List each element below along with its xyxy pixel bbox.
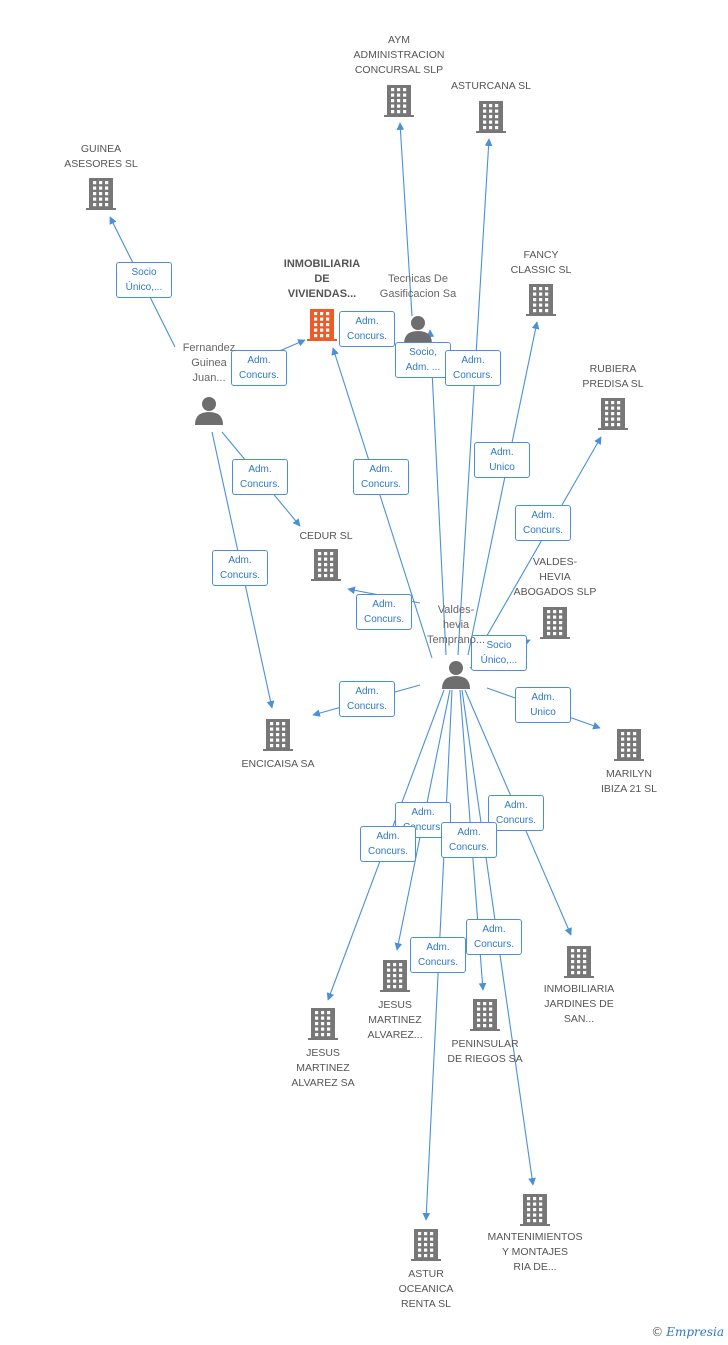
node-label-inmob[interactable]: INMOBILIARIA DE VIVIENDAS... — [283, 258, 361, 300]
edge-label-valdes-to-mantenimientos[interactable]: Adm. Concurs. — [466, 919, 522, 955]
edge-label-tecnicas-to-inmob[interactable]: Adm. Concurs. — [339, 311, 395, 347]
building-icon[interactable] — [263, 719, 293, 751]
node-label-jesus1[interactable]: JESUS MARTINEZ ALVAREZ SA — [291, 1047, 355, 1089]
building-icon[interactable] — [307, 309, 337, 341]
node-label-marilyn[interactable]: MARILYN IBIZA 21 SL — [600, 768, 658, 795]
edge-label-valdes-to-valdeshevia_slp[interactable]: Socio Único,... — [471, 635, 527, 671]
node-label-valdeshevia_slp[interactable]: VALDES- HEVIA ABOGADOS SLP — [513, 556, 597, 598]
node-label-tecnicas[interactable]: Tecnicas De Gasificacion Sa — [379, 273, 457, 300]
building-icon[interactable] — [380, 960, 410, 992]
node-label-fancy[interactable]: FANCY CLASSIC SL — [510, 249, 572, 276]
building-icon[interactable] — [526, 284, 556, 316]
edge-label-fernandez-to-encicaisa[interactable]: Adm. Concurs. — [212, 550, 268, 586]
building-icon[interactable] — [86, 178, 116, 210]
edge-valdes-to-asturcana — [457, 138, 493, 656]
edge-valdes-to-rubiera — [472, 436, 602, 661]
node-label-astur[interactable]: ASTUR OCEANICA RENTA SL — [398, 1268, 454, 1310]
edge-label-fernandez-to-guinea[interactable]: Socio Único,... — [116, 262, 172, 298]
node-label-guinea[interactable]: GUINEA ASESORES SL — [64, 143, 138, 170]
node-label-rubiera[interactable]: RUBIERA PREDISA SL — [582, 363, 644, 390]
edge-label-fernandez-to-inmob[interactable]: Adm. Concurs. — [231, 350, 287, 386]
edge-label-valdes-to-rubiera[interactable]: Adm. Concurs. — [515, 505, 571, 541]
node-label-fernandez[interactable]: Fernandez Guinea Juan... — [182, 342, 236, 384]
person-icon[interactable] — [404, 316, 432, 344]
building-icon[interactable] — [470, 999, 500, 1031]
building-icon[interactable] — [384, 85, 414, 117]
person-icon[interactable] — [195, 397, 223, 425]
node-label-encicaisa[interactable]: ENCICAISA SA — [241, 758, 315, 770]
building-icon[interactable] — [311, 549, 341, 581]
edge-label-tecnicas-to-aym[interactable]: Socio, Adm. ... — [395, 342, 451, 378]
node-label-mantenimientos[interactable]: MANTENIMIENTOS Y MONTAJES RIA DE... — [487, 1231, 583, 1273]
node-label-aym[interactable]: AYM ADMINISTRACION CONCURSAL SLP — [353, 34, 445, 76]
edge-label-valdes-to-asturcana[interactable]: Adm. Concurs. — [445, 350, 501, 386]
watermark: ©Empresia — [651, 1325, 724, 1339]
edge-label-valdes-to-encicaisa[interactable]: Adm. Concurs. — [339, 681, 395, 717]
building-icon[interactable] — [520, 1194, 550, 1226]
edge-tecnicas-to-aym — [396, 122, 413, 317]
building-icon[interactable] — [564, 946, 594, 978]
building-icon[interactable] — [476, 101, 506, 133]
node-label-cedur[interactable]: CEDUR SL — [299, 530, 353, 542]
edge-valdes-to-inmob — [331, 347, 433, 659]
node-label-jesus2[interactable]: JESUS MARTINEZ ALVAREZ... — [367, 999, 423, 1041]
edge-label-valdes-to-fancy[interactable]: Adm. Unico — [474, 442, 530, 478]
building-icon[interactable] — [614, 729, 644, 761]
building-icon[interactable] — [598, 398, 628, 430]
node-label-jardines[interactable]: INMOBILIARIA JARDINES DE SAN... — [543, 983, 615, 1025]
edge-label-valdes-to-jardines[interactable]: Adm. Concurs. — [488, 795, 544, 831]
edge-label-valdes-to-jesus1[interactable]: Adm. Concurs. — [360, 826, 416, 862]
edge-label-valdes-to-marilyn[interactable]: Adm. Unico — [515, 687, 571, 723]
node-label-asturcana[interactable]: ASTURCANA SL — [451, 80, 531, 92]
building-icon[interactable] — [540, 607, 570, 639]
edge-label-valdes-to-cedur[interactable]: Adm. Concurs. — [356, 594, 412, 630]
building-icon[interactable] — [308, 1008, 338, 1040]
edge-valdes-to-aym — [426, 329, 447, 656]
building-icon[interactable] — [411, 1229, 441, 1261]
node-label-peninsular[interactable]: PENINSULAR DE RIEGOS SA — [447, 1038, 523, 1065]
brand-name: Empresia — [666, 1325, 724, 1339]
edge-valdes-to-fancy — [467, 321, 540, 656]
edge-label-valdes-to-peninsular[interactable]: Adm. Concurs. — [441, 822, 497, 858]
person-icon[interactable] — [442, 661, 470, 689]
node-label-valdes[interactable]: Valdes- hevia Temprano... — [426, 604, 486, 646]
edge-label-fernandez-to-cedur[interactable]: Adm. Concurs. — [232, 459, 288, 495]
edge-label-valdes-to-inmob[interactable]: Adm. Concurs. — [353, 459, 409, 495]
copyright-symbol: © — [651, 1325, 664, 1339]
edge-label-valdes-to-astur[interactable]: Adm. Concurs. — [410, 937, 466, 973]
